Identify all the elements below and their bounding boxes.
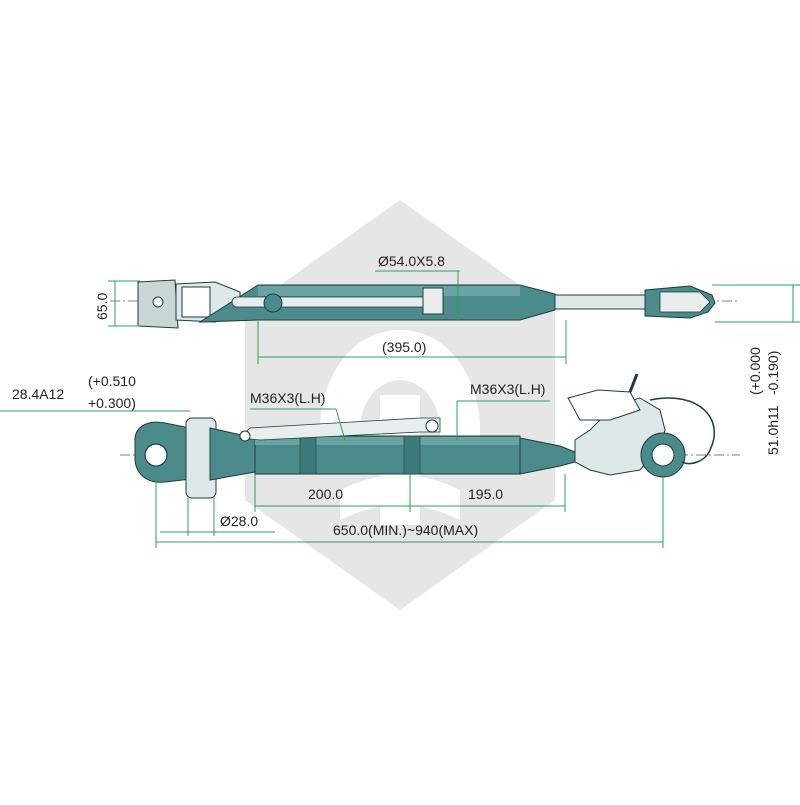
side-tube-band-right bbox=[403, 435, 421, 475]
side-tube-highlight bbox=[255, 437, 520, 445]
top-lever-pivot bbox=[263, 293, 283, 313]
top-left-bracket bbox=[181, 286, 211, 318]
side-latch-pin bbox=[628, 373, 639, 393]
side-tube-band-left bbox=[299, 435, 317, 475]
top-right-hook-insert bbox=[659, 291, 711, 313]
side-right-taper bbox=[519, 437, 576, 475]
bore-tol-upper: (+0.510 bbox=[88, 373, 136, 389]
pin-dim-label: Ø28.0 bbox=[220, 513, 258, 529]
bore-dim-label: 28.4A12 bbox=[12, 386, 64, 402]
side-lever bbox=[239, 417, 441, 441]
top-left-pin-hole bbox=[152, 296, 164, 308]
side-retaining-spring bbox=[649, 397, 715, 465]
thread-left-arrow bbox=[335, 408, 346, 441]
tube-dim-label: Ø54.0X5.8 bbox=[378, 253, 445, 269]
thread-right-label: M36X3(L.H) bbox=[470, 381, 545, 397]
bore-tol-lower: +0.300) bbox=[88, 395, 136, 411]
thread-left-label: M36X3(L.H) bbox=[250, 390, 325, 406]
ball-tol-lower: -0.190) bbox=[765, 351, 781, 395]
side-right-ball-bore bbox=[651, 443, 675, 467]
len395-dim-label: (395.0) bbox=[382, 339, 426, 355]
top-lever-clamp bbox=[422, 287, 444, 315]
side-view: 28.4A12 (+0.510 +0.300) M36X3(L.H) M36X3… bbox=[0, 373, 740, 548]
side-lever-end bbox=[239, 430, 251, 442]
height-dim-label: 65.0 bbox=[94, 293, 110, 320]
ball-tol-upper: (+0.000 bbox=[747, 347, 763, 395]
top-right-stud bbox=[554, 294, 646, 310]
top-view: Ø54.0X5.8 65.0 (395.0) bbox=[94, 253, 740, 364]
top-lever bbox=[231, 296, 433, 308]
total-dim-label: 650.0(MIN.)~940(MAX) bbox=[333, 522, 478, 538]
len200-label: 200.0 bbox=[308, 486, 343, 502]
len195-label: 195.0 bbox=[468, 486, 503, 502]
ball-dim-label: 51.0h11 bbox=[765, 405, 781, 455]
ball-dimension: 51.0h11 (+0.000 -0.190) bbox=[712, 284, 800, 455]
top-body-highlight bbox=[258, 286, 520, 296]
side-left-eye-bore bbox=[144, 443, 168, 467]
side-right-hook-top bbox=[567, 389, 641, 421]
side-lever-pivot bbox=[425, 419, 439, 433]
